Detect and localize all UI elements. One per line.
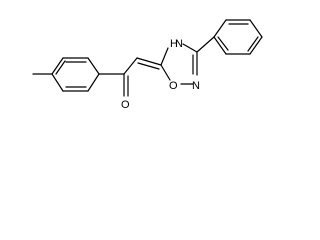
bond-tolyl-4 — [87, 73, 100, 92]
bond-phenyl-4 — [249, 36, 263, 55]
bond-phenyl-1 — [213, 19, 227, 38]
bond-exocyclic-2 — [137, 62, 160, 70]
ring-nh-nitrogen-label: N — [175, 38, 183, 50]
bond-ring-nh-c3 — [182, 43, 198, 53]
structure-canvas: O H N O N — [0, 0, 286, 128]
carbonyl-oxygen-label: O — [121, 99, 130, 111]
bond-phenyl-inner-3 — [217, 36, 229, 51]
ring-nitrogen-label: N — [192, 80, 200, 92]
bond-tolyl-6 — [51, 73, 64, 92]
bond-c3-phenyl — [196, 36, 215, 53]
bonds — [32, 19, 263, 97]
bond-phenyl-6 — [213, 36, 227, 55]
ring-nh-hydrogen-label: H — [170, 38, 178, 50]
bond-tolyl-1 — [51, 57, 64, 75]
bond-exocyclic-1 — [136, 57, 162, 66]
ring-oxygen-label: O — [169, 80, 178, 92]
bond-tolyl-3 — [87, 57, 100, 75]
bond-phenyl-inner-2 — [247, 36, 259, 52]
bond-tolyl-inner-3 — [55, 60, 66, 75]
molecule-drawing: O H N O N — [32, 19, 263, 111]
bond-ring-o1-c5 — [160, 64, 171, 81]
bond-ring-c5-nh — [160, 47, 169, 66]
atom-labels: O H N O N — [121, 38, 200, 111]
bond-phenyl-3 — [249, 19, 263, 38]
bond-carbonyl-ch — [123, 57, 138, 75]
